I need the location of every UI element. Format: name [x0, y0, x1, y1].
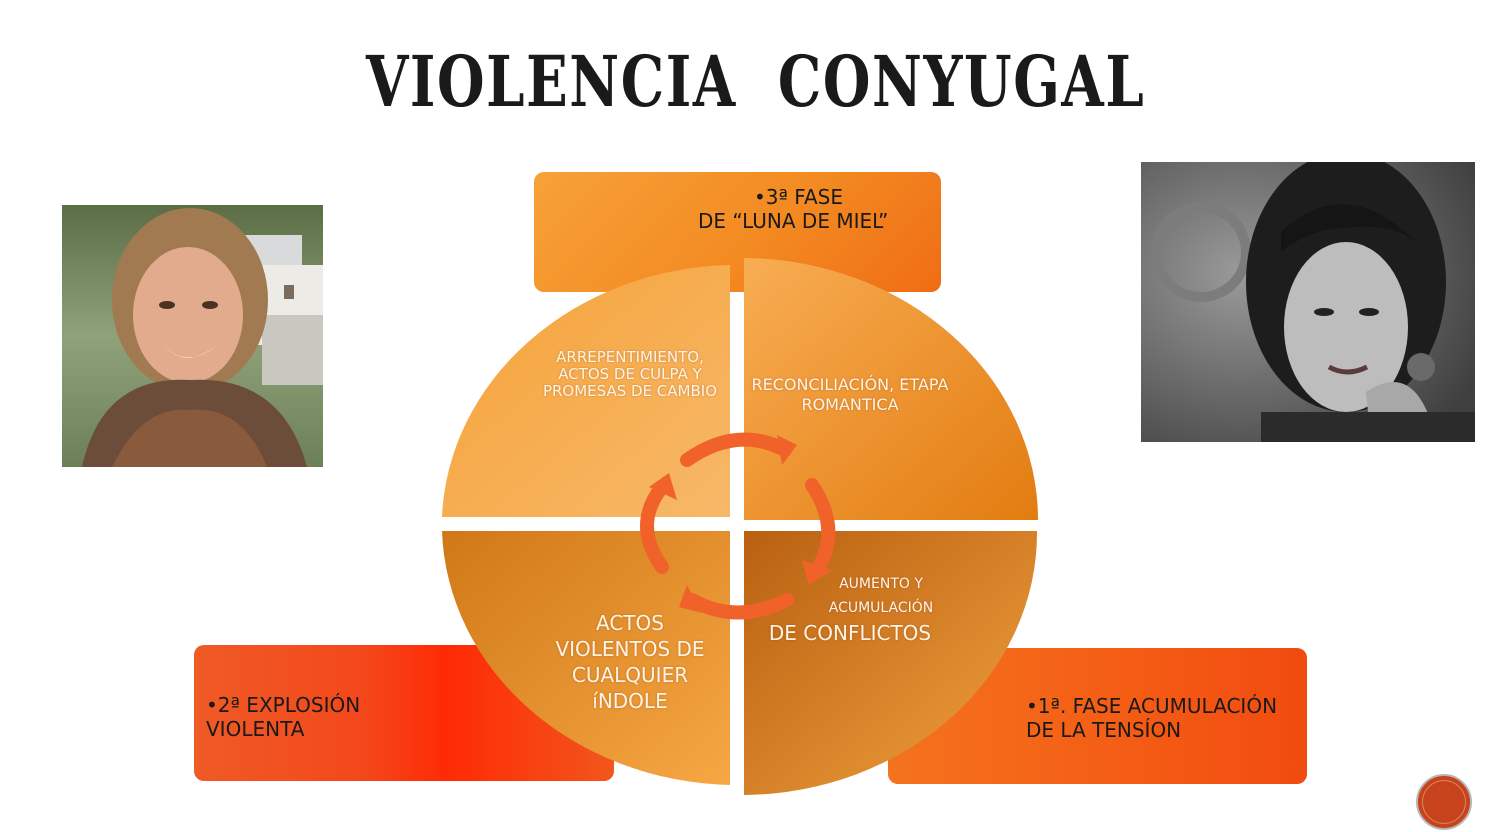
- woman-photo-right: [1141, 162, 1475, 442]
- cycle-text-reconciliation: RECONCILIACIÓN, ETAPA ROMANTICA: [751, 375, 949, 414]
- cycle-text-accumulation: AUMENTO Y ACUMULACIÓN: [828, 576, 934, 616]
- quadrant-bottom-right: [744, 531, 1038, 795]
- arrowheads: [649, 435, 832, 613]
- phase-3-box: •3ª FASE DE “LUNA DE MIEL”: [534, 172, 941, 292]
- phase-1-label: •1ª. FASE ACUMULACIÓN DE LA TENSÍON: [1026, 694, 1278, 742]
- quadrant-top-right: [744, 258, 1038, 520]
- cycle-text-violent-acts: ACTOS VIOLENTOS DE CUALQUIER íNDOLE: [555, 611, 705, 713]
- slide-title: VIOLENCIA CONYUGAL: [366, 40, 1146, 123]
- circular-arrows-icon: [640, 432, 836, 620]
- woman-photo-left: [62, 205, 323, 467]
- quadrant-bottom-left: [442, 531, 730, 785]
- quadrant-top-left: [442, 265, 730, 517]
- circle-button-icon[interactable]: [1416, 774, 1472, 830]
- cycle-diagram: [437, 255, 1043, 803]
- phase-3-label: •3ª FASE: [754, 185, 843, 209]
- cycle-text-conflicts: DE CONFLICTOS: [768, 621, 932, 645]
- phase-2-label: •2ª EXPLOSIÓN VIOLENTA: [206, 693, 361, 741]
- cycle-text-remorse: ARREPENTIMIENTO, ACTOS DE CULPA Y PROMES…: [542, 348, 718, 400]
- phase-3-subtitle: DE “LUNA DE MIEL”: [698, 209, 889, 233]
